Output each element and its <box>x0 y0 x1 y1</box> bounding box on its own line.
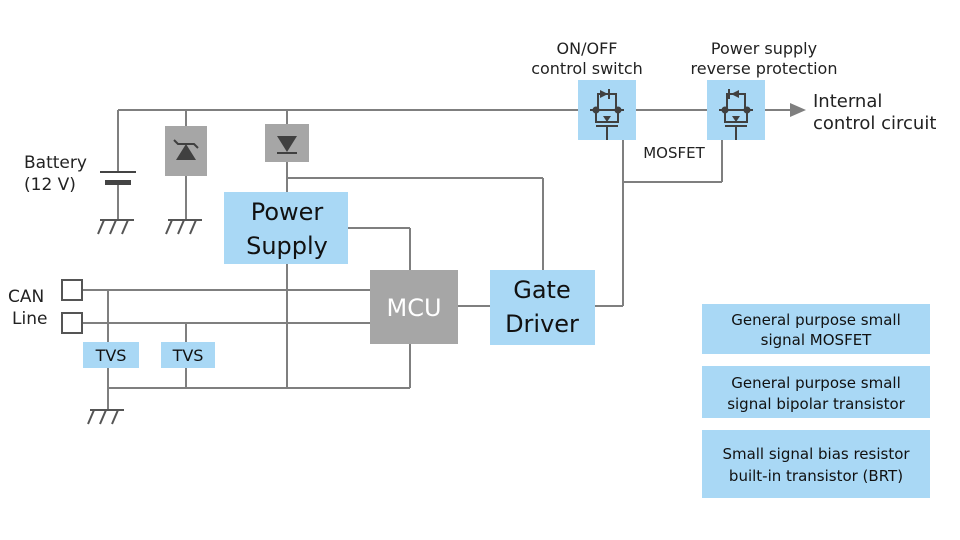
can-label-1: CAN <box>8 287 44 307</box>
zener-diode-icon <box>165 126 207 176</box>
legend-item-mosfet-line1: General purpose small <box>731 311 901 329</box>
legend-item-bipolar-line2: signal bipolar transistor <box>727 395 905 413</box>
legend-item-brt-line2: built-in transistor (BRT) <box>729 467 903 485</box>
internal-circuit-label-1: Internal <box>813 91 882 112</box>
legend: General purpose small signal MOSFET Gene… <box>702 304 930 498</box>
battery-label-1: Battery <box>24 153 87 173</box>
legend-item-brt <box>702 430 930 498</box>
switch-label-2: control switch <box>531 59 643 78</box>
protection-label-2: reverse protection <box>691 59 838 78</box>
legend-item-bipolar-line1: General purpose small <box>731 374 901 392</box>
reverse-protection-mosfet-icon <box>707 80 765 140</box>
can-low-terminal-icon <box>61 312 83 334</box>
power-supply-block <box>224 192 348 264</box>
power-supply-label-1: Power <box>251 198 324 226</box>
tvs2-label: TVS <box>172 346 204 365</box>
tvs1-block <box>83 342 139 368</box>
gate-driver-label-2: Driver <box>505 310 579 338</box>
legend-item-mosfet <box>702 304 930 354</box>
can-high-terminal-icon <box>61 279 83 301</box>
legend-item-bipolar <box>702 366 930 418</box>
battery-icon <box>100 171 136 185</box>
output-arrow-icon <box>790 103 806 117</box>
gate-driver-block <box>490 270 595 345</box>
protection-label-1: Power supply <box>711 39 817 58</box>
legend-item-brt-line1: Small signal bias resistor <box>722 445 910 463</box>
switch-label-1: ON/OFF <box>557 39 618 58</box>
diode-icon <box>265 124 309 162</box>
power-supply-label-2: Supply <box>246 232 328 260</box>
zener-ground-icon <box>165 219 202 235</box>
mcu-block <box>370 270 458 344</box>
mcu-label: MCU <box>386 294 441 322</box>
mosfet-label: MOSFET <box>643 144 705 162</box>
can-label-2: Line <box>12 309 47 329</box>
battery-label-2: (12 V) <box>24 175 76 195</box>
tvs2-block <box>161 342 215 368</box>
gate-driver-label-1: Gate <box>513 276 570 304</box>
tvs1-label: TVS <box>95 346 127 365</box>
battery-ground-icon <box>97 219 134 235</box>
internal-circuit-label-2: control circuit <box>813 113 936 134</box>
onoff-mosfet-icon <box>578 80 636 140</box>
can-ground-icon <box>87 409 124 425</box>
legend-item-mosfet-line2: signal MOSFET <box>761 331 873 349</box>
